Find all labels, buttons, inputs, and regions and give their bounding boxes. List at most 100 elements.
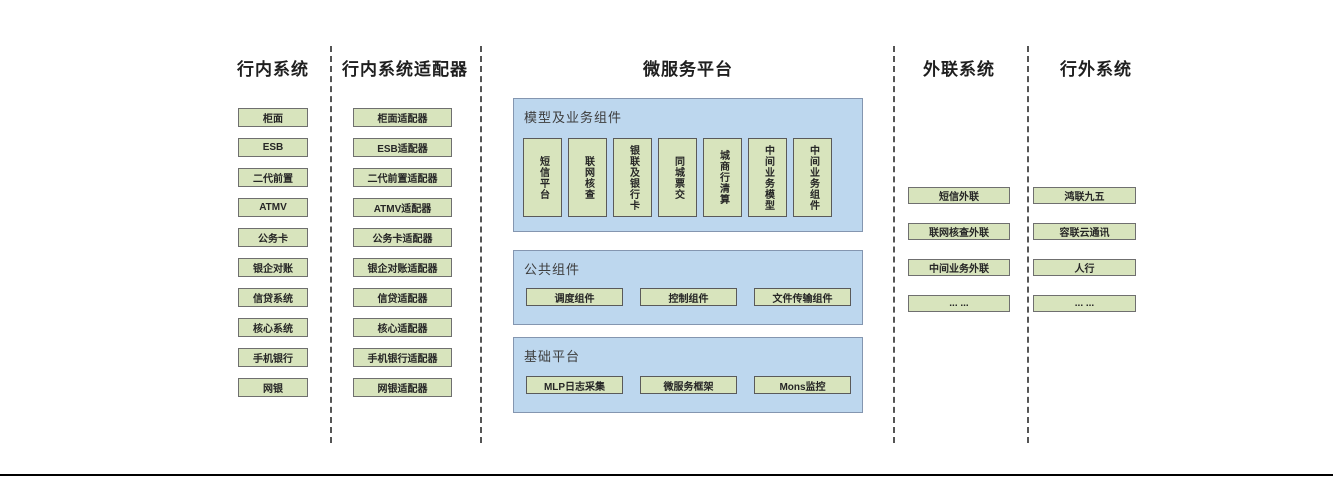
box-label: 手机银行 [253, 354, 293, 365]
box-label: 调度组件 [554, 293, 595, 305]
internal-system-box: ESB [238, 138, 308, 157]
internal-system-box: 核心系统 [238, 318, 308, 337]
box-label: ... ... [949, 298, 969, 309]
box-label: MLP日志采集 [543, 381, 606, 393]
box-label: 网银适配器 [377, 384, 428, 395]
internal-system-box: 银企对账 [238, 258, 308, 277]
panel-common-components: 公共组件 调度组件 控制组件 文件传输组件 [513, 250, 863, 325]
panel-title: 模型及业务组件 [524, 110, 623, 125]
common-component-box: 文件传输组件 [754, 288, 851, 306]
adapter-box: 柜面适配器 [353, 108, 452, 127]
adapter-box: 二代前置适配器 [353, 168, 452, 187]
internal-system-box: 二代前置 [238, 168, 308, 187]
adapter-box: 核心适配器 [353, 318, 452, 337]
box-label: 二代前置适配器 [367, 174, 438, 185]
adapter-box: 公务卡适配器 [353, 228, 452, 247]
model-component-box: 中间业务模型 [748, 138, 787, 217]
box-label: 柜面适配器 [377, 114, 428, 125]
outside-system-box: ... ... [1033, 295, 1136, 312]
internal-adapters-list: 柜面适配器 ESB适配器二代前置适配器 ATMV适配器公务卡适配器银企对账适配器信贷… [353, 108, 452, 397]
box-label: 控制组件 [668, 293, 709, 305]
box-label: 鸿联九五 [1064, 192, 1105, 203]
column-separator-3 [893, 46, 895, 443]
box-label: 微服务框架 [663, 381, 714, 393]
box-label: ... ... [1074, 298, 1095, 309]
box-label: 核心系统 [253, 324, 293, 335]
column-separator-4 [1027, 46, 1029, 443]
outside-systems-list: 鸿联九五容联云通讯人行 ... ... [1033, 187, 1136, 312]
outside-system-box: 容联云通讯 [1033, 223, 1136, 240]
column-separator-2 [480, 46, 482, 443]
internal-system-box: 公务卡 [238, 228, 308, 247]
panel-title: 公共组件 [524, 262, 581, 277]
box-label: 公务卡 [258, 234, 288, 245]
model-component-box: 同城票交 [658, 138, 697, 217]
adapter-box: 手机银行适配器 [353, 348, 452, 367]
model-component-box: 城商行清算 [703, 138, 742, 217]
common-components-list: 调度组件 控制组件 文件传输组件 [526, 288, 851, 306]
box-label: 同城票交 [672, 155, 684, 200]
box-label: 手机银行适配器 [367, 354, 438, 365]
box-label: 短信外联 [939, 192, 979, 203]
column-header-outside-systems: 行外系统 [1060, 60, 1132, 79]
column-separator-1 [330, 46, 332, 443]
box-label: 中间业务外联 [929, 264, 989, 275]
adapter-box: 银企对账适配器 [353, 258, 452, 277]
box-label: 二代前置 [253, 174, 293, 185]
adapter-box: ATMV适配器 [353, 198, 452, 217]
external-link-systems-list: 短信外联联网核查外联中间业务外联 ... ... [908, 187, 1010, 312]
base-platform-box: 微服务框架 [640, 376, 737, 394]
panel-title: 基础平台 [524, 349, 581, 364]
external-link-box: ... ... [908, 295, 1010, 312]
box-label: 联网核查 [582, 155, 594, 200]
external-link-box: 短信外联 [908, 187, 1010, 204]
box-label: 银企对账 [253, 264, 293, 275]
box-label: 短信平台 [537, 155, 549, 200]
box-label: 联网核查外联 [929, 228, 989, 239]
column-header-internal-systems: 行内系统 [237, 60, 309, 79]
box-label: 文件传输组件 [772, 293, 833, 305]
internal-system-box: 柜面 [238, 108, 308, 127]
model-components-list: 短信平台 联网核查 银联及银行卡 同城票交 城商行清算 中间业务模型 中间业务组件 [523, 138, 832, 217]
box-label: 中间业务组件 [807, 144, 819, 211]
box-label: 信贷适配器 [377, 294, 428, 305]
column-header-internal-adapters: 行内系统适配器 [342, 60, 468, 79]
outside-system-box: 人行 [1033, 259, 1136, 276]
model-component-box: 短信平台 [523, 138, 562, 217]
base-platform-box: MLP日志采集 [526, 376, 623, 394]
internal-system-box: ATMV [238, 198, 308, 217]
box-label: 银联及银行卡 [627, 144, 639, 211]
internal-system-box: 网银 [238, 378, 308, 397]
adapter-box: 信贷适配器 [353, 288, 452, 307]
box-label: 信贷系统 [253, 294, 293, 305]
adapter-box: ESB适配器 [353, 138, 452, 157]
box-label: ESB适配器 [377, 144, 428, 155]
box-label: 网银 [263, 384, 283, 395]
internal-system-box: 手机银行 [238, 348, 308, 367]
model-component-box: 中间业务组件 [793, 138, 832, 217]
panel-base-platform: 基础平台 MLP日志采集 微服务框架 Mons监控 [513, 337, 863, 413]
box-label: 柜面 [263, 114, 283, 125]
bottom-rule [0, 474, 1333, 476]
base-platform-box: Mons监控 [754, 376, 851, 394]
box-label: 人行 [1074, 264, 1095, 275]
common-component-box: 调度组件 [526, 288, 623, 306]
box-label: 容联云通讯 [1059, 228, 1110, 239]
common-component-box: 控制组件 [640, 288, 737, 306]
internal-systems-list: 柜面 ESB 二代前置 ATMV 公务卡银企对账信贷系统核心系统手机银行网银 [238, 108, 308, 397]
box-label: Mons监控 [779, 381, 826, 393]
base-platform-list: MLP日志采集 微服务框架 Mons监控 [526, 376, 851, 394]
box-label: 核心适配器 [377, 324, 428, 335]
adapter-box: 网银适配器 [353, 378, 452, 397]
outside-system-box: 鸿联九五 [1033, 187, 1136, 204]
model-component-box: 联网核查 [568, 138, 607, 217]
external-link-box: 联网核查外联 [908, 223, 1010, 240]
box-label: ATMV [259, 202, 287, 213]
box-label: 中间业务模型 [762, 144, 774, 211]
box-label: 银企对账适配器 [367, 264, 438, 275]
internal-system-box: 信贷系统 [238, 288, 308, 307]
box-label: ESB [262, 142, 284, 153]
box-label: ATMV适配器 [373, 204, 432, 215]
column-header-microservice-platform: 微服务平台 [643, 60, 733, 79]
